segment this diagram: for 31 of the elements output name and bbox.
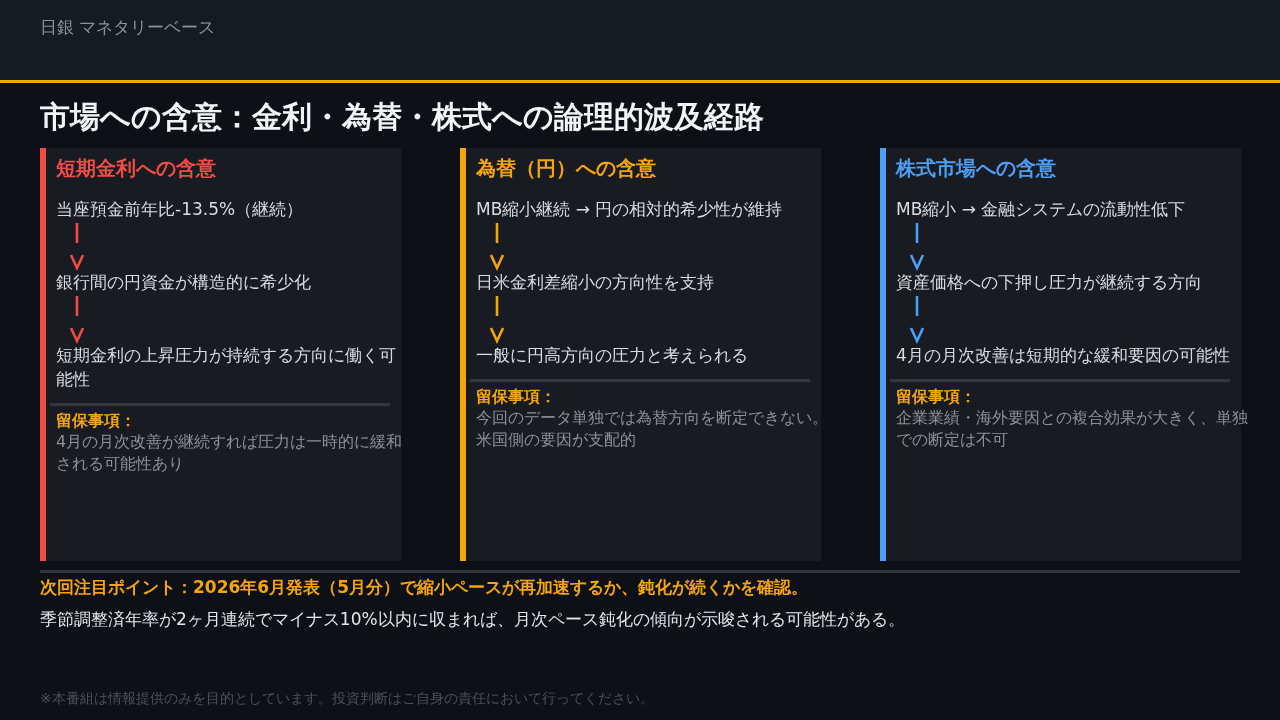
caveat-label: 留保事項： <box>56 411 136 431</box>
caveat-label: 留保事項： <box>476 387 556 407</box>
panel-heading: 短期金利への含意 <box>56 155 216 181</box>
title: 市場への含意：金利・為替・株式への論理的波及経路 <box>40 99 764 135</box>
statement-text: 短期金利の上昇圧力が持続する方向に働く可能性 <box>56 343 401 391</box>
arrow <box>489 294 505 343</box>
arrow <box>909 221 925 270</box>
panel-heading: 株式市場への含意 <box>896 155 1056 181</box>
panel-heading: 為替（円）への含意 <box>476 155 656 181</box>
caveat-text: 4月の月次改善が継続すれば圧力は一時的に緩和される可能性あり <box>56 431 404 475</box>
statement-text: 一般に円高方向の圧力と考えられる <box>476 343 821 367</box>
arrow <box>909 294 925 343</box>
arrow <box>489 221 505 270</box>
statement-text: 4月の月次改善は短期的な緩和要因の可能性 <box>896 343 1241 367</box>
caveat-text: 今回のデータ単独では為替方向を断定できない。米国側の要因が支配的 <box>476 407 829 451</box>
statement-text: MB縮小継続 → 円の相対的希少性が維持 <box>476 197 821 221</box>
statement-text: MB縮小 → 金融システムの流動性低下 <box>896 197 1241 221</box>
statement-text: 日米金利差縮小の方向性を支持 <box>476 270 821 294</box>
highlight-note: 次回注目ポイント：2026年6月発表（5月分）で縮小ペースが再加速するか、鈍化が続くかを確認。 <box>40 577 808 598</box>
panel <box>460 148 821 561</box>
panel <box>40 148 401 561</box>
statement-text: 銀行間の円資金が構造的に希少化 <box>56 270 401 294</box>
disclaimer-text: ※本番組は情報提供のみを目的としています。投資判断はご自身の責任において行ってください。 <box>40 689 654 707</box>
note-text: 季節調整済年率が2ヶ月連続でマイナス10%以内に収まれば、月次ペース鈍化の傾向が示唆される可能性がある。 <box>40 608 905 630</box>
arrow <box>69 294 85 343</box>
header-text: 日銀 マネタリーベース <box>40 16 216 38</box>
statement-text: 資産価格への下押し圧力が継続する方向 <box>896 270 1241 294</box>
arrow <box>69 221 85 270</box>
caveat-text: 企業業績・海外要因との複合効果が大きく、単独での断定は不可 <box>896 407 1249 451</box>
caveat-label: 留保事項： <box>896 387 976 407</box>
statement-text: 当座預金前年比-13.5%（継続） <box>56 197 401 221</box>
